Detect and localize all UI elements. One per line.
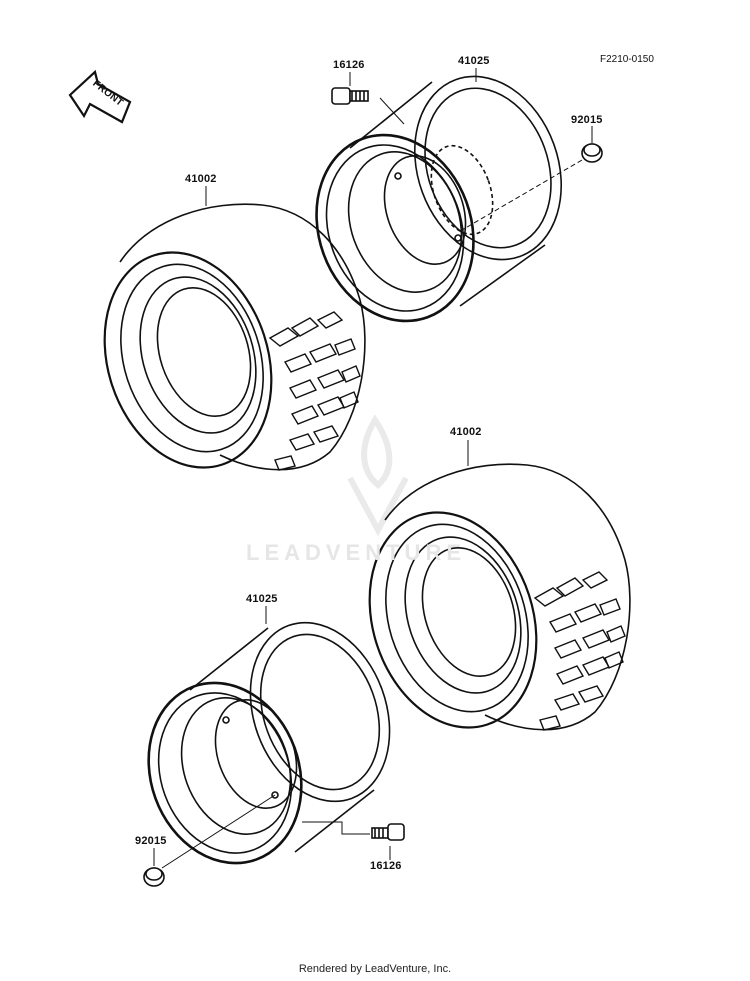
valve-stem-top-icon — [331, 87, 369, 105]
nut-top-icon — [581, 143, 603, 163]
callout-rim-bottom[interactable]: 41025 — [246, 593, 278, 605]
watermark-logo — [347, 414, 409, 537]
watermark-text: LEADVENTURE — [246, 540, 467, 565]
callout-valve-bottom[interactable]: 16126 — [370, 860, 402, 872]
rim-bottom-drawing — [147, 621, 391, 865]
diagram-id: F2210-0150 — [600, 54, 654, 65]
valve-stem-bottom-icon — [371, 823, 405, 841]
leader-lines — [153, 68, 593, 869]
callout-valve-top[interactable]: 16126 — [333, 59, 365, 71]
rim-top-drawing — [315, 75, 563, 323]
callout-rim-top[interactable]: 41025 — [458, 55, 490, 67]
front-arrow-icon — [68, 69, 132, 124]
callout-nut-top[interactable]: 92015 — [571, 114, 603, 126]
callout-tire-top[interactable]: 41002 — [185, 173, 217, 185]
nut-bottom-icon — [143, 867, 165, 887]
tire-top-drawing — [103, 203, 366, 471]
callout-nut-bottom[interactable]: 92015 — [135, 835, 167, 847]
callout-tire-bottom[interactable]: 41002 — [450, 426, 482, 438]
tire-bottom-drawing — [368, 463, 631, 731]
footer-credit: Rendered by LeadVenture, Inc. — [298, 963, 452, 975]
